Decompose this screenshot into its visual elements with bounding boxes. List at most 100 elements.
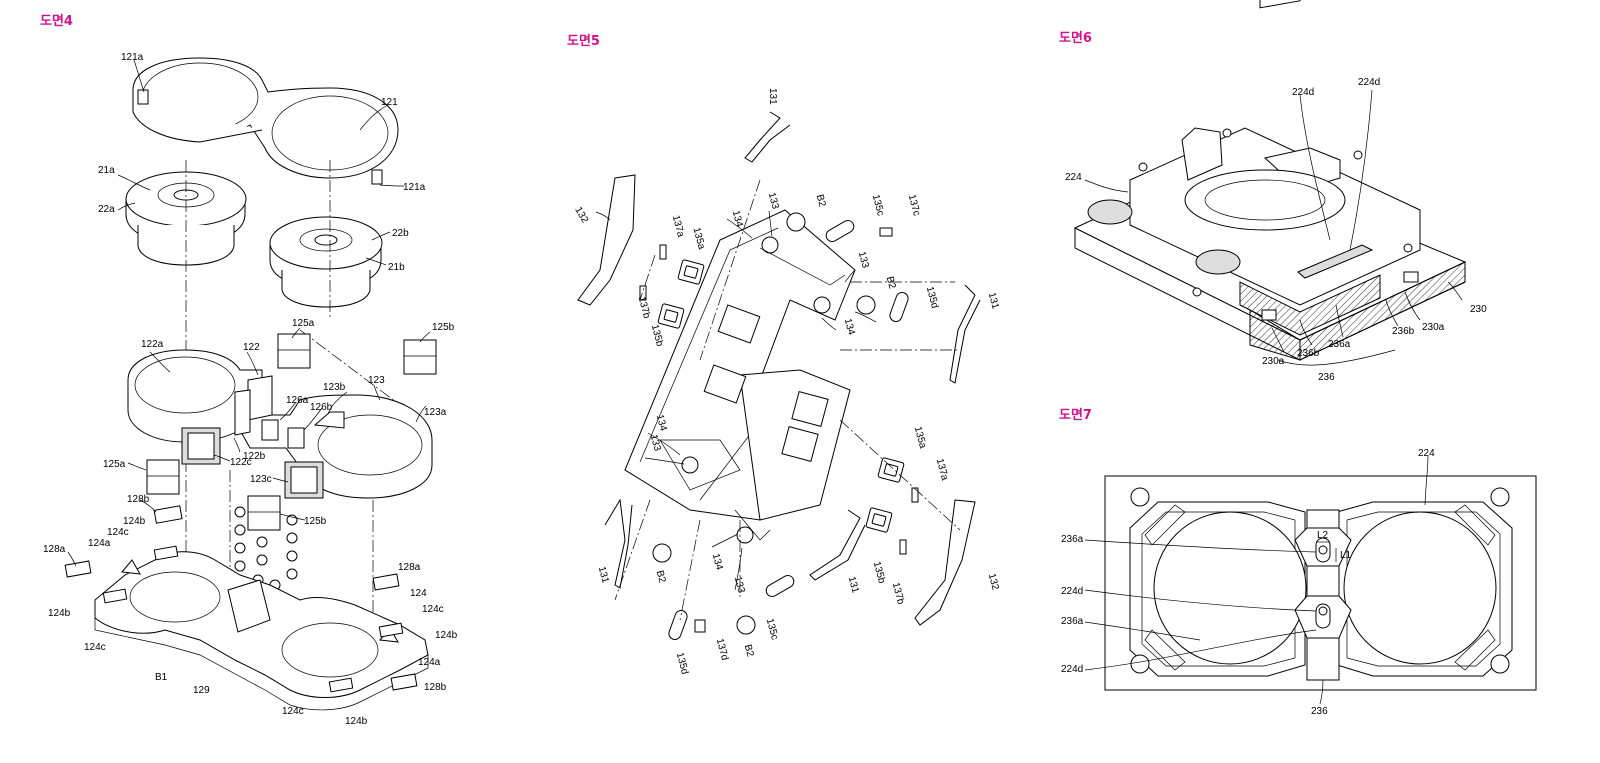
fig6-leaders xyxy=(1084,89,1463,366)
label-123b: 123b xyxy=(323,382,346,393)
label-224d-right: 224d xyxy=(1358,77,1380,88)
sensor-137d xyxy=(694,619,706,633)
label-230a-right: 230a xyxy=(1422,322,1445,333)
fig5-leaders xyxy=(595,210,877,591)
spring-131-bottom xyxy=(809,509,866,581)
label-132-left: 132 xyxy=(572,205,590,225)
label-134-right: 134 xyxy=(842,317,857,336)
spring-131-left xyxy=(604,498,633,589)
label-126a: 126a xyxy=(286,395,309,406)
lens-22a xyxy=(125,171,247,266)
label-L2: L2 xyxy=(1317,530,1329,541)
sensor-137a-top xyxy=(659,244,667,260)
spring-131-top xyxy=(744,111,791,163)
plate-128a-right xyxy=(372,573,400,591)
label-230: 230 xyxy=(1470,304,1487,315)
label-224d-bottom: 224d xyxy=(1061,664,1083,675)
label-137a-bottom: 137a xyxy=(934,457,950,482)
label-224: 224 xyxy=(1065,172,1082,183)
label-224d-top: 224d xyxy=(1061,586,1083,597)
label-224: 224 xyxy=(1418,448,1435,459)
label-134-top: 134 xyxy=(730,209,745,228)
label-236: 236 xyxy=(1318,372,1335,383)
label-137a-top: 137a xyxy=(670,214,686,239)
label-135b-top: 135b xyxy=(649,323,665,348)
yoke-132-right xyxy=(914,499,976,626)
label-B2-left: B2 xyxy=(654,569,668,584)
label-129: 129 xyxy=(193,685,210,696)
label-124c-left: 124c xyxy=(84,642,106,653)
magnet-125b-bottom xyxy=(247,495,281,531)
magnet-125a-bottom xyxy=(146,459,180,495)
label-128b-bottom: 128b xyxy=(424,682,447,693)
label-132-right: 132 xyxy=(986,572,1001,591)
yoke-132-left xyxy=(577,174,636,306)
label-121: 121 xyxy=(381,97,398,108)
label-135d-right: 135d xyxy=(924,285,940,309)
label-125a-top: 125a xyxy=(292,318,315,329)
label-128a-right: 128a xyxy=(398,562,421,573)
plate-128a-left xyxy=(64,560,92,578)
sensor-137c xyxy=(879,227,893,237)
label-224d-left: 224d xyxy=(1292,87,1314,98)
figure-7-drawing: 224 236a L2 L1 224d 236a 224d 236 xyxy=(1061,448,1537,717)
fig7-leaders xyxy=(1084,455,1429,705)
label-122a: 122a xyxy=(141,339,164,350)
magnet-125b-top xyxy=(403,339,437,375)
label-135a-bottom: 135a xyxy=(912,425,928,450)
fig6-labels: 224d 224d 224 230 230a 236b 236a 230a 23… xyxy=(1065,77,1487,383)
label-236: 236 xyxy=(1311,706,1328,717)
carrier-frame-130 xyxy=(624,209,856,544)
label-125b-bottom: 125b xyxy=(304,516,327,527)
ball-B2-top xyxy=(786,212,806,232)
spring-131-right xyxy=(949,284,981,384)
figure-4-drawing: 121a 121 121a 21a 22a 22b 21b 125a 125b … xyxy=(43,52,458,727)
ball-B2-left xyxy=(652,543,672,563)
coils-135 xyxy=(657,220,909,640)
label-124b-bottom: 124b xyxy=(345,716,368,727)
label-B2-top: B2 xyxy=(814,193,828,208)
label-236a: 236a xyxy=(1328,339,1351,350)
label-131-left: 131 xyxy=(596,565,611,584)
label-135d-bottom: 135d xyxy=(674,651,690,675)
label-121a-right: 121a xyxy=(403,182,426,193)
label-135c-bottom: 135c xyxy=(764,617,780,641)
label-124b-top: 124b xyxy=(123,516,146,527)
fig4-labels: 121a 121 121a 21a 22a 22b 21b 125a 125b … xyxy=(43,52,458,727)
ball-B2-right xyxy=(856,295,876,315)
label-236a-bottom: 236a xyxy=(1061,616,1084,627)
label-125a-bottom: 125a xyxy=(103,459,126,470)
sensor-137b-left xyxy=(639,285,647,301)
label-122b: 122b xyxy=(243,451,266,462)
label-137d: 137d xyxy=(714,637,730,661)
label-22b: 22b xyxy=(392,228,409,239)
magnet-125a-top xyxy=(277,333,311,369)
label-124: 124 xyxy=(410,588,427,599)
label-124c-right: 124c xyxy=(422,604,444,615)
fig4-leaders xyxy=(67,59,431,567)
ball-B2-bottom xyxy=(736,615,756,635)
figure-6-title: 도면6 xyxy=(1059,31,1092,46)
lens-holder-plate-121 xyxy=(132,57,399,185)
label-123: 123 xyxy=(368,375,385,386)
label-123a: 123a xyxy=(424,407,447,418)
label-124b-left: 124b xyxy=(48,608,71,619)
label-123c: 123c xyxy=(250,474,272,485)
label-134-bottom: 134 xyxy=(710,552,725,571)
figure-7-title: 도면7 xyxy=(1059,408,1092,423)
label-137b-bottom: 137b xyxy=(890,581,906,606)
label-B2-bottom: B2 xyxy=(742,643,756,658)
label-137b-top: 137b xyxy=(636,295,652,320)
label-236b-right: 236b xyxy=(1392,326,1415,337)
label-137c: 137c xyxy=(906,193,922,217)
label-B2-right: B2 xyxy=(884,275,898,290)
label-22a: 22a xyxy=(98,204,115,215)
figure-6-drawing: 224d 224d 224 230 230a 236b 236a 230a 23… xyxy=(1065,0,1487,681)
label-134-left: 134 xyxy=(654,413,669,432)
label-133-bottom: 133 xyxy=(732,575,747,594)
label-21a: 21a xyxy=(98,165,115,176)
label-124c-top: 124c xyxy=(107,527,129,538)
label-122c: 122c xyxy=(230,457,252,468)
label-124b-right: 124b xyxy=(435,630,458,641)
